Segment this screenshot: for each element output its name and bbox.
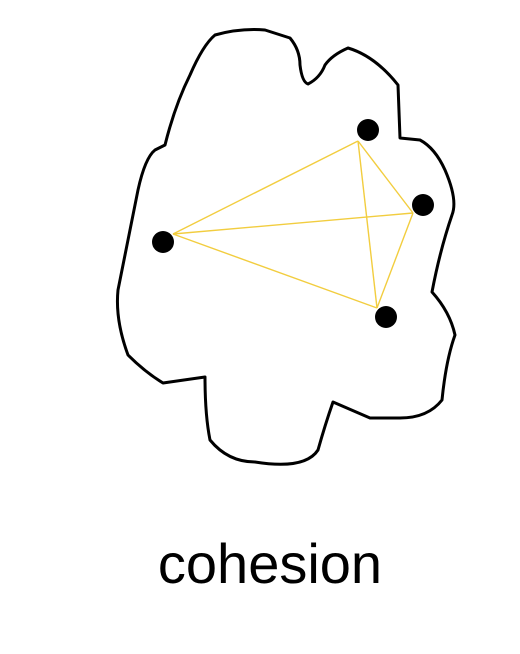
member-points: [152, 119, 434, 328]
edge-a-b: [172, 140, 359, 235]
edge-b-c: [357, 140, 414, 214]
node-b: [357, 119, 379, 141]
node-c: [412, 194, 434, 216]
node-a: [152, 231, 174, 253]
edge-b-d: [357, 140, 378, 309]
edge-c-d: [376, 212, 414, 309]
node-d: [375, 306, 397, 328]
connection-lines: [172, 140, 414, 309]
cluster-outline: [115, 28, 457, 466]
caption-label: cohesion: [157, 532, 383, 595]
edge-a-d: [172, 233, 378, 309]
edge-a-c: [172, 212, 414, 235]
